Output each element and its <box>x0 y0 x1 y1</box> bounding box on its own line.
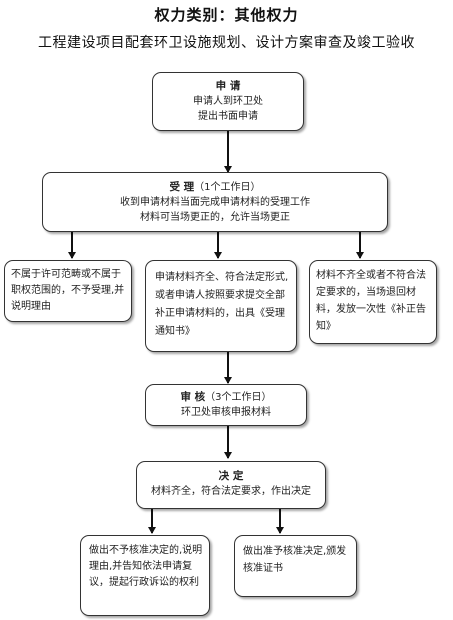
apply-line-1: 申请人到环卫处 <box>193 96 263 107</box>
accept-notice-box: 申请材料齐全、符合法定形式,或者申请人按照要求提交全部补正申请材料的，出具《受理… <box>145 260 297 352</box>
page-subtitle: 工程建设项目配套环卫设施规划、设计方案审查及竣工验收 <box>38 35 415 51</box>
reject-scope-box: 不属于许可范畴或不属于职权范围的，不予受理,并说明理由 <box>4 260 132 322</box>
approve-box: 做出准予核准决定,颁发核准证书 <box>234 535 357 597</box>
decision-box: 决 定 材料齐全，符合法定要求，作出决定 <box>136 461 326 509</box>
review-box: 审 核（3个工作日） 环卫处审核申报材料 <box>145 384 307 426</box>
decision-heading: 决 定 <box>218 470 244 482</box>
supplement-text: 材料不齐全或者不符合法定要求的，当场退回材料，发放一次性《补正告知》 <box>316 270 426 332</box>
apply-box: 申 请 申请人到环卫处 提出书面申请 <box>152 72 304 131</box>
accept-line-2: 材料可当场更正的，允许当场更正 <box>140 212 290 223</box>
supplement-box: 材料不齐全或者不符合法定要求的，当场退回材料，发放一次性《补正告知》 <box>309 260 437 344</box>
reject-scope-text: 不属于许可范畴或不属于职权范围的，不予受理,并说明理由 <box>11 269 125 312</box>
decision-line-1: 材料齐全，符合法定要求，作出决定 <box>151 486 311 497</box>
review-heading: 审 核 <box>180 391 206 403</box>
apply-line-2: 提出书面申请 <box>198 111 258 122</box>
review-duration: （3个工作日） <box>205 392 272 403</box>
accept-notice-text: 申请材料齐全、符合法定形式,或者申请人按照要求提交全部补正申请材料的，出具《受理… <box>155 272 289 337</box>
accept-box: 受 理（1个工作日） 收到申请材料当面完成申请材料的受理工作 材料可当场更正的，… <box>42 172 388 232</box>
review-line-1: 环卫处审核申报材料 <box>181 407 271 418</box>
accept-duration: （1个工作日） <box>194 182 261 193</box>
page-title: 权力类别：其他权力 <box>154 6 299 24</box>
apply-heading: 申 请 <box>215 80 241 92</box>
deny-text: 做出不予核准决定的,说明理由,并告知依法申请复议，提起行政诉讼的权利 <box>89 545 203 588</box>
accept-heading: 受 理 <box>169 181 195 193</box>
accept-line-1: 收到申请材料当面完成申请材料的受理工作 <box>120 197 310 208</box>
deny-box: 做出不予核准决定的,说明理由,并告知依法申请复议，提起行政诉讼的权利 <box>80 535 210 616</box>
approve-text: 做出准予核准决定,颁发核准证书 <box>243 546 347 574</box>
